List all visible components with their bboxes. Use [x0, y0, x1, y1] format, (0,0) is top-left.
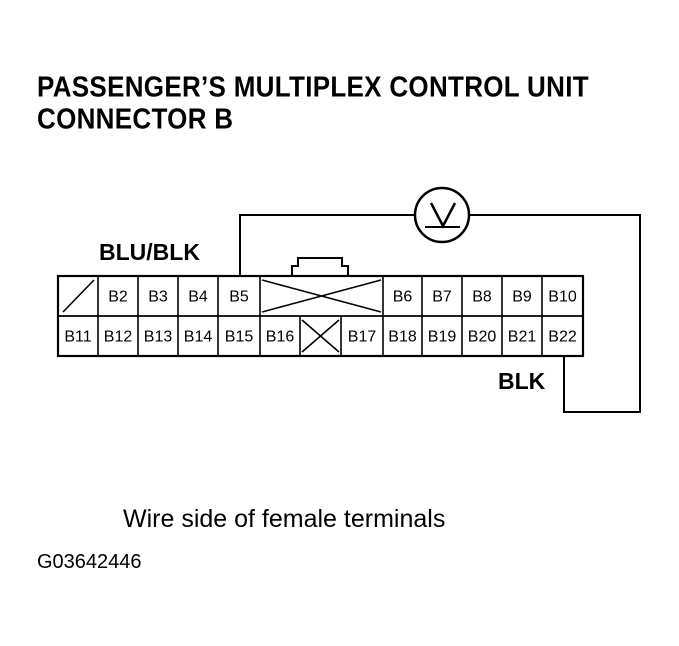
- blank-cavity-cross: [301, 319, 340, 353]
- terminal-label: B18: [388, 329, 417, 346]
- terminal-label: B20: [468, 329, 497, 346]
- wire-label-blu-blk: BLU/BLK: [99, 239, 200, 265]
- terminal-label: B10: [548, 289, 577, 306]
- view-caption: Wire side of female terminals: [123, 505, 446, 533]
- terminal-label: B11: [64, 329, 91, 346]
- terminal-label: B12: [104, 329, 133, 346]
- blk-lead: [470, 214, 641, 413]
- figure-id: G03642446: [37, 551, 142, 573]
- unused-terminal-slash: [62, 279, 95, 313]
- diagram-title-line-1: PASSENGER’S MULTIPLEX CONTROL UNIT: [37, 69, 589, 104]
- blank-cavity-cross: [261, 279, 382, 313]
- test-lead-wiring: [239, 214, 641, 413]
- terminal-label: B9: [512, 289, 532, 306]
- terminal-label: B7: [432, 289, 452, 306]
- terminal-label: B2: [108, 289, 128, 306]
- blu-blk-lead: [239, 214, 415, 275]
- connector-lock-tab: [291, 257, 349, 276]
- terminal-label: B17: [348, 329, 377, 346]
- terminal-label: B13: [144, 329, 173, 346]
- diagram-title-line-2: CONNECTOR B: [37, 101, 234, 136]
- terminal-label: B6: [393, 289, 413, 306]
- terminal-label: B16: [266, 329, 295, 346]
- terminal-label: B5: [229, 289, 249, 306]
- terminal-label: B8: [472, 289, 492, 306]
- terminal-label: B14: [184, 329, 213, 346]
- voltmeter-icon: [413, 186, 471, 244]
- terminal-label: B21: [508, 329, 537, 346]
- terminal-label: B3: [148, 289, 168, 306]
- terminal-label: B15: [225, 329, 254, 346]
- wire-label-blk: BLK: [498, 368, 546, 394]
- terminal-label: B19: [428, 329, 457, 346]
- terminal-label: B4: [188, 289, 208, 306]
- terminal-label: B22: [548, 329, 577, 346]
